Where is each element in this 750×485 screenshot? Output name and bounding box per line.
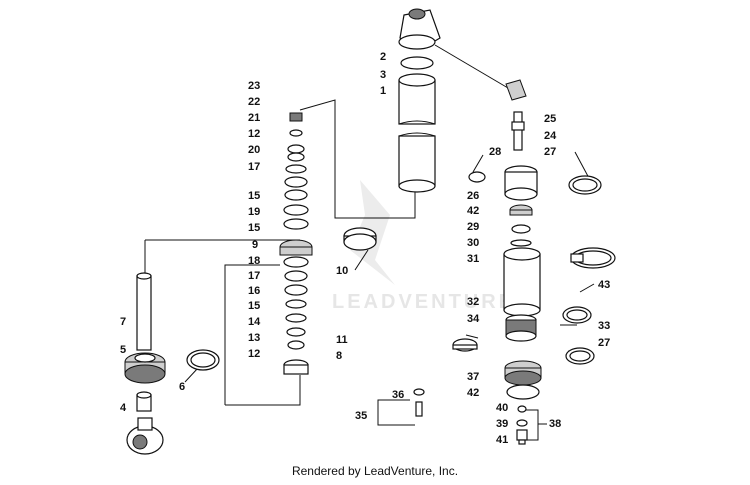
callout-15: 15 — [248, 300, 260, 312]
callout-36: 36 — [392, 389, 404, 401]
footer-credit: Rendered by LeadVenture, Inc. — [291, 464, 459, 478]
upper-tube — [398, 79, 436, 125]
shim — [284, 284, 308, 296]
callout-3: 3 — [380, 69, 386, 81]
callout-42: 42 — [467, 387, 479, 399]
shim — [287, 152, 305, 162]
callout-1: 1 — [380, 85, 386, 97]
ring-3 — [400, 56, 434, 70]
callout-16: 16 — [248, 285, 260, 297]
callout-14: 14 — [248, 316, 261, 328]
callout-39: 39 — [496, 418, 508, 430]
callout-5: 5 — [120, 344, 126, 356]
shim — [285, 164, 307, 174]
callout-13: 13 — [248, 332, 260, 344]
bushing — [136, 391, 152, 412]
callout-19: 19 — [248, 206, 260, 218]
callout-17: 17 — [248, 270, 260, 282]
watermark-text: LEADVENTURE — [332, 291, 515, 313]
shaft — [136, 272, 152, 351]
callout-10: 10 — [336, 265, 348, 277]
ring-6 — [186, 349, 220, 371]
piston-body — [279, 246, 313, 256]
lower-eyelet — [126, 417, 164, 455]
bumper-body — [283, 364, 309, 375]
reservoir — [413, 79, 616, 445]
valve-stack — [279, 112, 313, 375]
callout-6: 6 — [179, 381, 185, 393]
callout-35: 35 — [355, 410, 367, 422]
callout-11: 11 — [336, 334, 348, 346]
callout-38: 38 — [549, 418, 561, 430]
callout-labels: 23 22 21 12 20 17 15 19 15 9 18 17 16 15… — [120, 51, 610, 446]
callout-43: 43 — [598, 279, 610, 291]
callout-23: 23 — [248, 80, 260, 92]
callout-7: 7 — [120, 316, 126, 328]
shim — [284, 176, 308, 188]
callout-29: 29 — [467, 221, 479, 233]
lock-nut — [289, 112, 303, 122]
seal-head — [124, 352, 166, 384]
callout-25: 25 — [544, 113, 556, 125]
callout-12: 12 — [248, 348, 260, 360]
callout-28: 28 — [489, 146, 501, 158]
shim — [287, 144, 305, 154]
callout-30: 30 — [467, 237, 479, 249]
callout-2: 2 — [380, 51, 386, 63]
lower-tube — [398, 135, 436, 187]
callout-26: 26 — [467, 190, 479, 202]
callout-4: 4 — [120, 402, 127, 414]
shim — [284, 270, 308, 282]
callout-34: 34 — [467, 313, 480, 325]
callout-27: 27 — [598, 337, 610, 349]
washer — [289, 129, 303, 137]
callout-24: 24 — [544, 130, 557, 142]
callout-15: 15 — [248, 190, 260, 202]
shim — [283, 218, 309, 230]
callout-20: 20 — [248, 144, 260, 156]
shim — [283, 204, 309, 216]
retainer-ring-10 — [343, 227, 377, 251]
callout-40: 40 — [496, 402, 508, 414]
callout-18: 18 — [248, 255, 260, 267]
shim — [283, 256, 309, 268]
callout-12: 12 — [248, 128, 260, 140]
shim — [284, 189, 308, 201]
callout-31: 31 — [467, 253, 479, 265]
callout-21: 21 — [248, 112, 260, 124]
callout-41: 41 — [496, 434, 508, 446]
shim — [286, 327, 306, 337]
callout-33: 33 — [598, 320, 610, 332]
washer — [287, 340, 305, 350]
callout-15: 15 — [248, 222, 260, 234]
shim — [285, 299, 307, 309]
callout-37: 37 — [467, 371, 479, 383]
callout-22: 22 — [248, 96, 260, 108]
callout-42: 42 — [467, 205, 479, 217]
shim — [285, 313, 307, 323]
callout-32: 32 — [467, 296, 479, 308]
callout-9: 9 — [252, 239, 258, 251]
callout-8: 8 — [336, 350, 342, 362]
shock-body — [398, 8, 441, 193]
callout-27: 27 — [544, 146, 556, 158]
callout-17: 17 — [248, 161, 260, 173]
